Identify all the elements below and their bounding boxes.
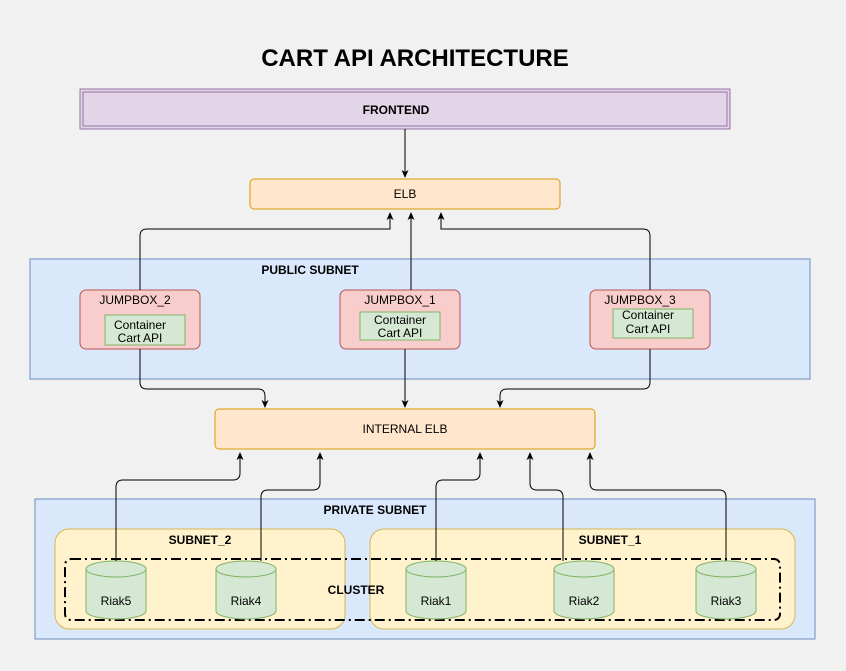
jumpbox-1-container-line2: Cart API xyxy=(378,326,423,340)
jumpbox-3-container-line2: Cart API xyxy=(626,322,671,336)
edge-jumpbox3-elb xyxy=(437,212,651,290)
riak2-node: Riak2 xyxy=(553,560,615,620)
edge-riak2-internal-elb xyxy=(526,452,564,561)
public-subnet-label: PUBLIC SUBNET xyxy=(261,263,359,277)
internal-elb-box: INTERNAL ELB xyxy=(214,408,596,450)
edge-jumpbox2-internal-elb xyxy=(139,349,269,408)
subnet-1-label: SUBNET_1 xyxy=(579,533,642,547)
jumpbox-2-label: JUMPBOX_2 xyxy=(99,293,171,307)
riak1-node: Riak1 xyxy=(405,560,467,620)
jumpbox-3-container-line1: Container xyxy=(622,308,674,322)
riak3-label: Riak3 xyxy=(711,594,742,608)
cluster-label: CLUSTER xyxy=(328,583,385,597)
connectors xyxy=(115,129,727,561)
edge-jumpbox3-internal-elb xyxy=(496,349,651,408)
riak3-node: Riak3 xyxy=(695,560,757,620)
subnet-2-label: SUBNET_2 xyxy=(169,533,232,547)
edge-riak1-internal-elb xyxy=(435,452,484,561)
frontend-box: FRONTEND xyxy=(79,88,731,130)
riak5-label: Riak5 xyxy=(101,594,132,608)
jumpbox-2-container-line2: Cart API xyxy=(118,331,163,345)
edge-jumpbox2-elb xyxy=(139,212,394,290)
jumpbox-1-container-line1: Container xyxy=(374,313,426,327)
diagram-title: CART API ARCHITECTURE xyxy=(261,45,569,72)
jumpbox-2: JUMPBOX_2 Container Cart API xyxy=(79,289,201,350)
edge-riak3-internal-elb xyxy=(586,452,727,561)
cluster-boundary: CLUSTER xyxy=(64,558,781,621)
edge-riak5-internal-elb xyxy=(115,452,244,561)
elb-label: ELB xyxy=(394,187,417,201)
elb-box: ELB xyxy=(249,178,561,210)
riak5-node: Riak5 xyxy=(85,560,147,620)
private-subnet-label: PRIVATE SUBNET xyxy=(324,503,428,517)
riak1-label: Riak1 xyxy=(421,594,452,608)
riak2-label: Riak2 xyxy=(569,594,600,608)
jumpbox-3: JUMPBOX_3 Container Cart API xyxy=(589,289,711,350)
jumpbox-2-container-line1: Container xyxy=(114,318,166,332)
riak4-label: Riak4 xyxy=(231,594,262,608)
internal-elb-label: INTERNAL ELB xyxy=(363,422,448,436)
jumpbox-1: JUMPBOX_1 Container Cart API xyxy=(339,289,461,350)
edge-riak4-internal-elb xyxy=(260,452,324,561)
riak4-node: Riak4 xyxy=(215,560,277,620)
jumpbox-3-label: JUMPBOX_3 xyxy=(604,293,676,307)
frontend-label: FRONTEND xyxy=(363,103,430,117)
jumpbox-1-label: JUMPBOX_1 xyxy=(364,293,436,307)
